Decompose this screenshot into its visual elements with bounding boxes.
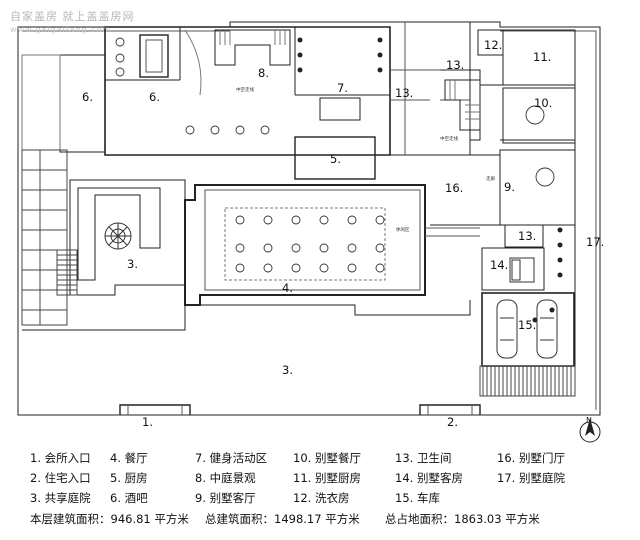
room-label-1: 1. — [142, 415, 153, 429]
legend-item-4: 4. 餐厅 — [110, 451, 148, 465]
room-label-11: 11. — [533, 50, 551, 64]
room-label-3-inner: 3. — [127, 257, 138, 271]
room-label-13-villa: 13. — [518, 229, 536, 243]
dining-hall — [184, 184, 426, 306]
dining-tables — [115, 37, 555, 273]
kitchen — [294, 136, 376, 180]
room-label-6-bar: 6. — [149, 90, 160, 104]
legend-item-17: 17. 别墅庭院 — [497, 471, 565, 485]
watermark: 自家盖房 就上盖盖房网 www.gaigaifang.com — [10, 8, 135, 34]
garage-ramp — [479, 365, 576, 397]
legend-item-12: 12. 洗衣房 — [293, 491, 350, 505]
legend-item-14: 14. 别墅客房 — [395, 471, 463, 485]
watermark-line1: 自家盖房 就上盖盖房网 — [10, 10, 135, 23]
courtyard-tree — [104, 222, 132, 250]
note-corridor: 走廊 — [486, 175, 495, 182]
bar-partition — [105, 27, 181, 81]
total-area: 总建筑面积：1498.17 平方米 — [205, 512, 360, 526]
room-label-10: 10. — [534, 96, 552, 110]
legend-item-3: 3. 共享庭院 — [30, 491, 91, 505]
room-label-13-restroom: 13. — [446, 58, 464, 72]
legend-item-7: 7. 健身活动区 — [195, 451, 268, 465]
note-hollow-1: 中空走线 — [236, 86, 254, 93]
room-label-6-west: 6. — [82, 90, 93, 104]
room-label-4: 4. — [282, 281, 293, 295]
legend: 1. 会所入口 4. 餐厅 7. 健身活动区 10. 别墅餐厅 13. 卫生间 … — [30, 450, 630, 506]
residential-entrance — [419, 404, 481, 415]
watermark-line2: www.gaigaifang.com — [10, 25, 112, 34]
fitness-partition — [294, 27, 390, 96]
compass-icon: N — [579, 416, 601, 443]
guest-bed — [509, 257, 535, 283]
table-zone — [224, 207, 386, 281]
room-label-8: 8. — [258, 66, 269, 80]
legend-item-2: 2. 住宅入口 — [30, 471, 91, 485]
room-label-14: 14. — [490, 258, 508, 272]
room-label-2: 2. — [447, 415, 458, 429]
left-wall-hatch — [21, 149, 68, 326]
inner-courtyard — [69, 179, 186, 296]
courtyard-wall — [22, 300, 471, 331]
room-label-9: 9. — [504, 180, 515, 194]
room-label-16: 16. — [445, 181, 463, 195]
room-label-13-stair: 13. — [395, 86, 413, 100]
floor-area: 本层建筑面积：946.81 平方米 — [30, 512, 189, 526]
site-boundary — [17, 21, 601, 416]
room-label-7: 7. — [337, 81, 348, 95]
legend-item-6: 6. 酒吧 — [110, 491, 148, 505]
legend-item-16: 16. 别墅门厅 — [497, 451, 565, 465]
legend-item-9: 9. 别墅客厅 — [195, 491, 256, 505]
legend-item-11: 11. 别墅厨房 — [293, 471, 361, 485]
land-area: 总占地面积：1863.03 平方米 — [385, 512, 540, 526]
villa-foyer — [430, 154, 501, 226]
floor-plan: 1. 2. 3. 3. 4. 5. 6. 6. 7. 8. 9. 10. 11.… — [17, 21, 604, 443]
atrium-stair — [214, 29, 291, 66]
room-label-17: 17. — [586, 235, 604, 249]
legend-item-10: 10. 别墅餐厅 — [293, 451, 361, 465]
courtyard-planter — [77, 187, 161, 281]
corridor-line — [425, 227, 480, 237]
legend-item-1: 1. 会所入口 — [30, 451, 91, 465]
legend-item-8: 8. 中庭景观 — [195, 471, 256, 485]
legend-item-15: 15. 车库 — [395, 491, 440, 505]
note-hollow-2: 中空走线 — [440, 135, 458, 142]
atrium-curve — [184, 29, 202, 96]
dining-inner — [204, 189, 421, 291]
villa-bathroom — [504, 224, 544, 248]
left-strip — [21, 54, 61, 151]
legend-item-5: 5. 厨房 — [110, 471, 148, 485]
room-label-12: 12. — [484, 38, 502, 52]
room-label-15: 15. — [518, 318, 536, 332]
note-lounge: 休闲区 — [396, 226, 410, 233]
legend-item-13: 13. 卫生间 — [395, 451, 452, 465]
fitness-mat — [319, 97, 361, 121]
villa-stair — [444, 79, 481, 131]
west-stair — [56, 249, 78, 296]
room-label-5: 5. — [330, 152, 341, 166]
site-inner-line — [22, 30, 597, 410]
room-label-3-courtyard: 3. — [282, 363, 293, 377]
compass-north: N — [586, 416, 592, 425]
villa-guest-room — [481, 247, 545, 291]
plants — [297, 37, 563, 323]
bar-counter — [139, 34, 169, 78]
clubhouse-entrance — [119, 404, 191, 415]
garage-cars — [496, 299, 558, 359]
